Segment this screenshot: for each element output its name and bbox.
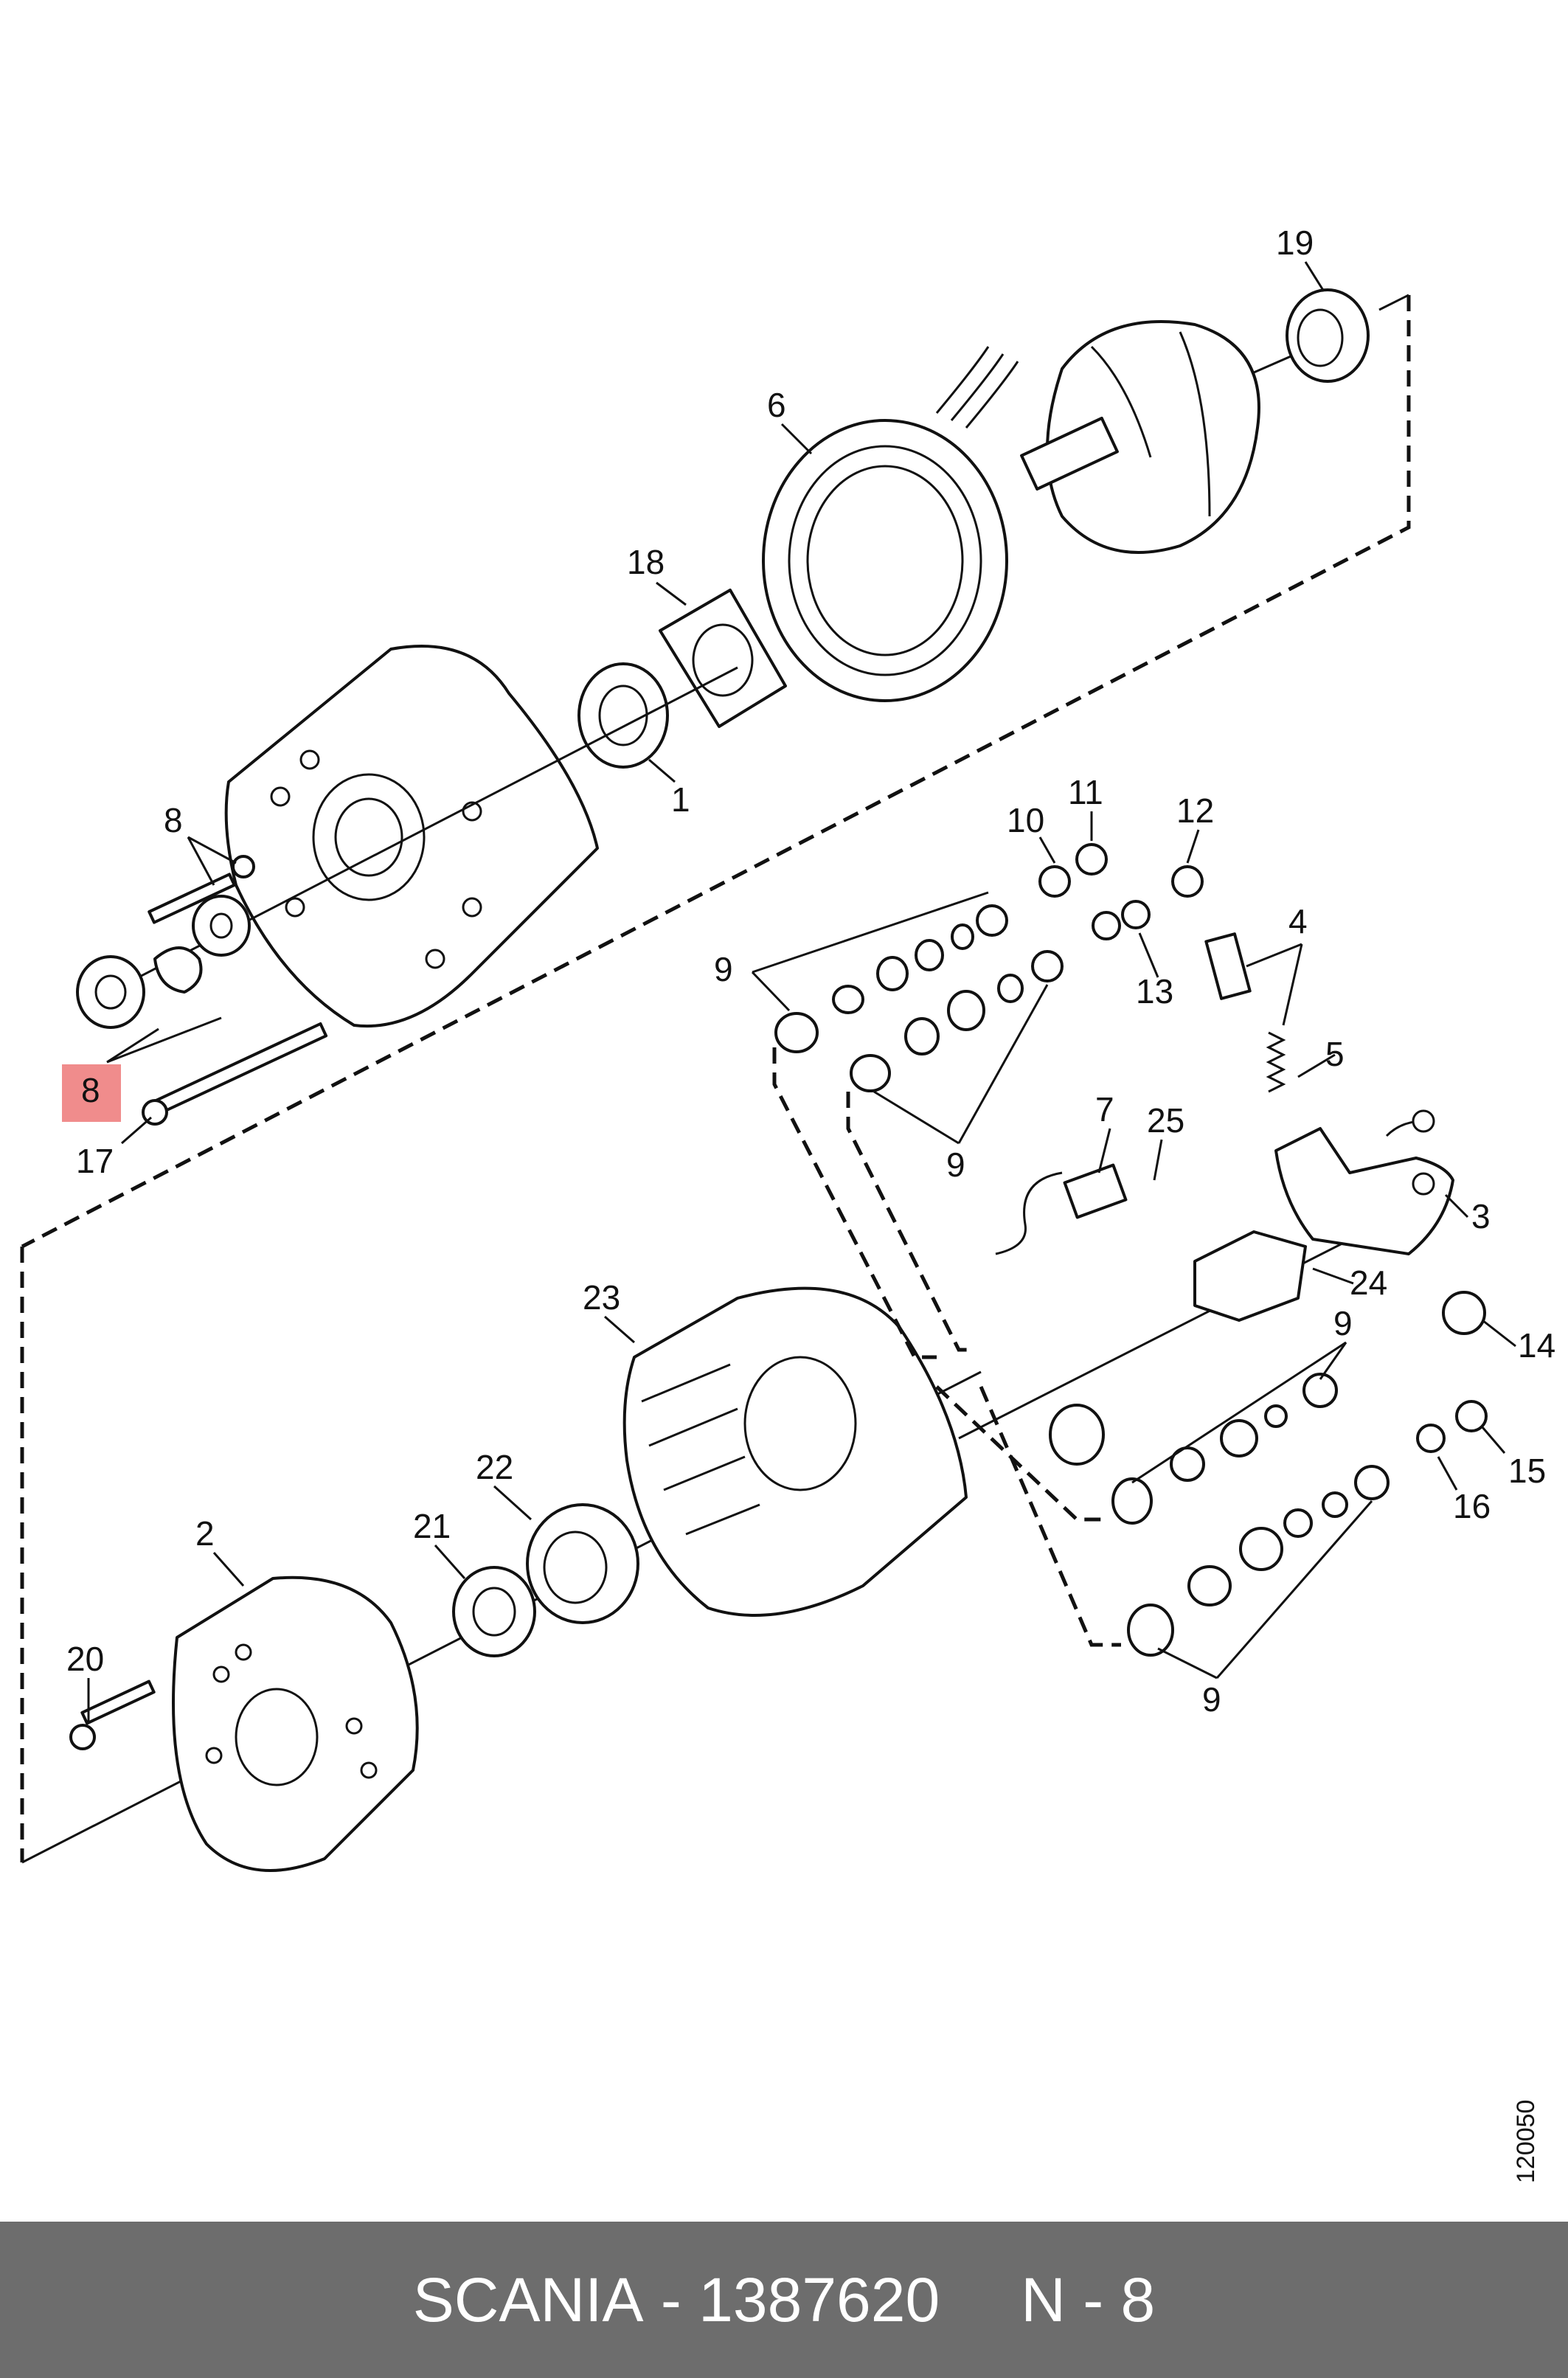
bearing-1 <box>577 662 669 769</box>
label-8-top: 8 <box>164 801 183 839</box>
label-15: 15 <box>1508 1452 1546 1490</box>
label-11: 11 <box>1068 773 1103 811</box>
rear-housing-23 <box>622 1201 1424 1617</box>
callout-labels: 19 6 18 1 8 8 17 9 9 10 11 12 13 4 5 7 2… <box>66 223 1555 1719</box>
terminal-kit-9-upper <box>772 904 1064 1359</box>
label-5: 5 <box>1325 1035 1345 1073</box>
rectifier-2 <box>172 1575 419 1872</box>
bearing-22 <box>526 1503 639 1624</box>
label-18: 18 <box>627 543 665 581</box>
label-13: 13 <box>1136 972 1173 1011</box>
label-7: 7 <box>1095 1090 1114 1129</box>
label-10: 10 <box>1007 801 1044 839</box>
stator-6 <box>762 346 1019 702</box>
label-20: 20 <box>66 1640 104 1678</box>
drawing-number: 120050 <box>1512 2099 1540 2183</box>
terminal-kit-9-lower <box>935 1373 1390 1657</box>
leader-lines <box>87 261 1516 1722</box>
nuts-14-15-16 <box>1416 1291 1488 1453</box>
rotor-assembly <box>1020 320 1314 554</box>
nuts-10-11-12-13 <box>1038 843 1204 940</box>
footer-brand: SCANIA <box>412 2264 644 2334</box>
label-19: 19 <box>1276 223 1314 262</box>
bolt-20 <box>69 1679 156 1750</box>
label-16: 16 <box>1453 1487 1491 1525</box>
label-14: 14 <box>1518 1326 1555 1365</box>
label-1: 1 <box>671 780 690 819</box>
label-8-highlighted: 8 <box>81 1071 100 1109</box>
brush-4 <box>1204 932 1252 1000</box>
highlighted-item-box <box>62 1064 121 1122</box>
suppressor-7 <box>995 1163 1128 1255</box>
seal-24 <box>1193 1230 1307 1322</box>
label-17: 17 <box>76 1142 114 1180</box>
label-24: 24 <box>1350 1263 1387 1302</box>
label-6: 6 <box>767 386 786 424</box>
footer-part-number: 1387620 <box>698 2264 940 2334</box>
label-9-lower-top: 9 <box>1333 1304 1353 1342</box>
label-22: 22 <box>476 1448 513 1486</box>
footer-item: N - 8 <box>1021 2264 1156 2334</box>
label-21: 21 <box>413 1507 451 1545</box>
regulator-3 <box>1274 1109 1454 1255</box>
label-4: 4 <box>1288 902 1308 940</box>
spring-5 <box>1266 1031 1286 1093</box>
label-9-lower-bottom: 9 <box>1202 1680 1221 1719</box>
label-9-upper-left: 9 <box>714 950 733 988</box>
bearing-plate-18 <box>659 589 787 728</box>
label-12: 12 <box>1176 791 1214 830</box>
front-fasteners <box>76 666 738 1126</box>
label-2: 2 <box>195 1514 215 1553</box>
label-9-upper-bottom: 9 <box>946 1145 965 1184</box>
exploded-alternator-diagram: 19 6 18 1 8 8 17 9 9 10 11 12 13 4 5 7 2… <box>20 223 1555 1872</box>
bearing-19 <box>1286 288 1370 383</box>
label-23: 23 <box>583 1278 620 1317</box>
label-25: 25 <box>1147 1101 1184 1140</box>
bearing-21 <box>452 1566 536 1657</box>
footer-separator: - <box>643 2264 699 2334</box>
label-3: 3 <box>1471 1197 1491 1235</box>
footer-bar: SCANIA - 1387620 N - 8 <box>0 2222 1568 2378</box>
